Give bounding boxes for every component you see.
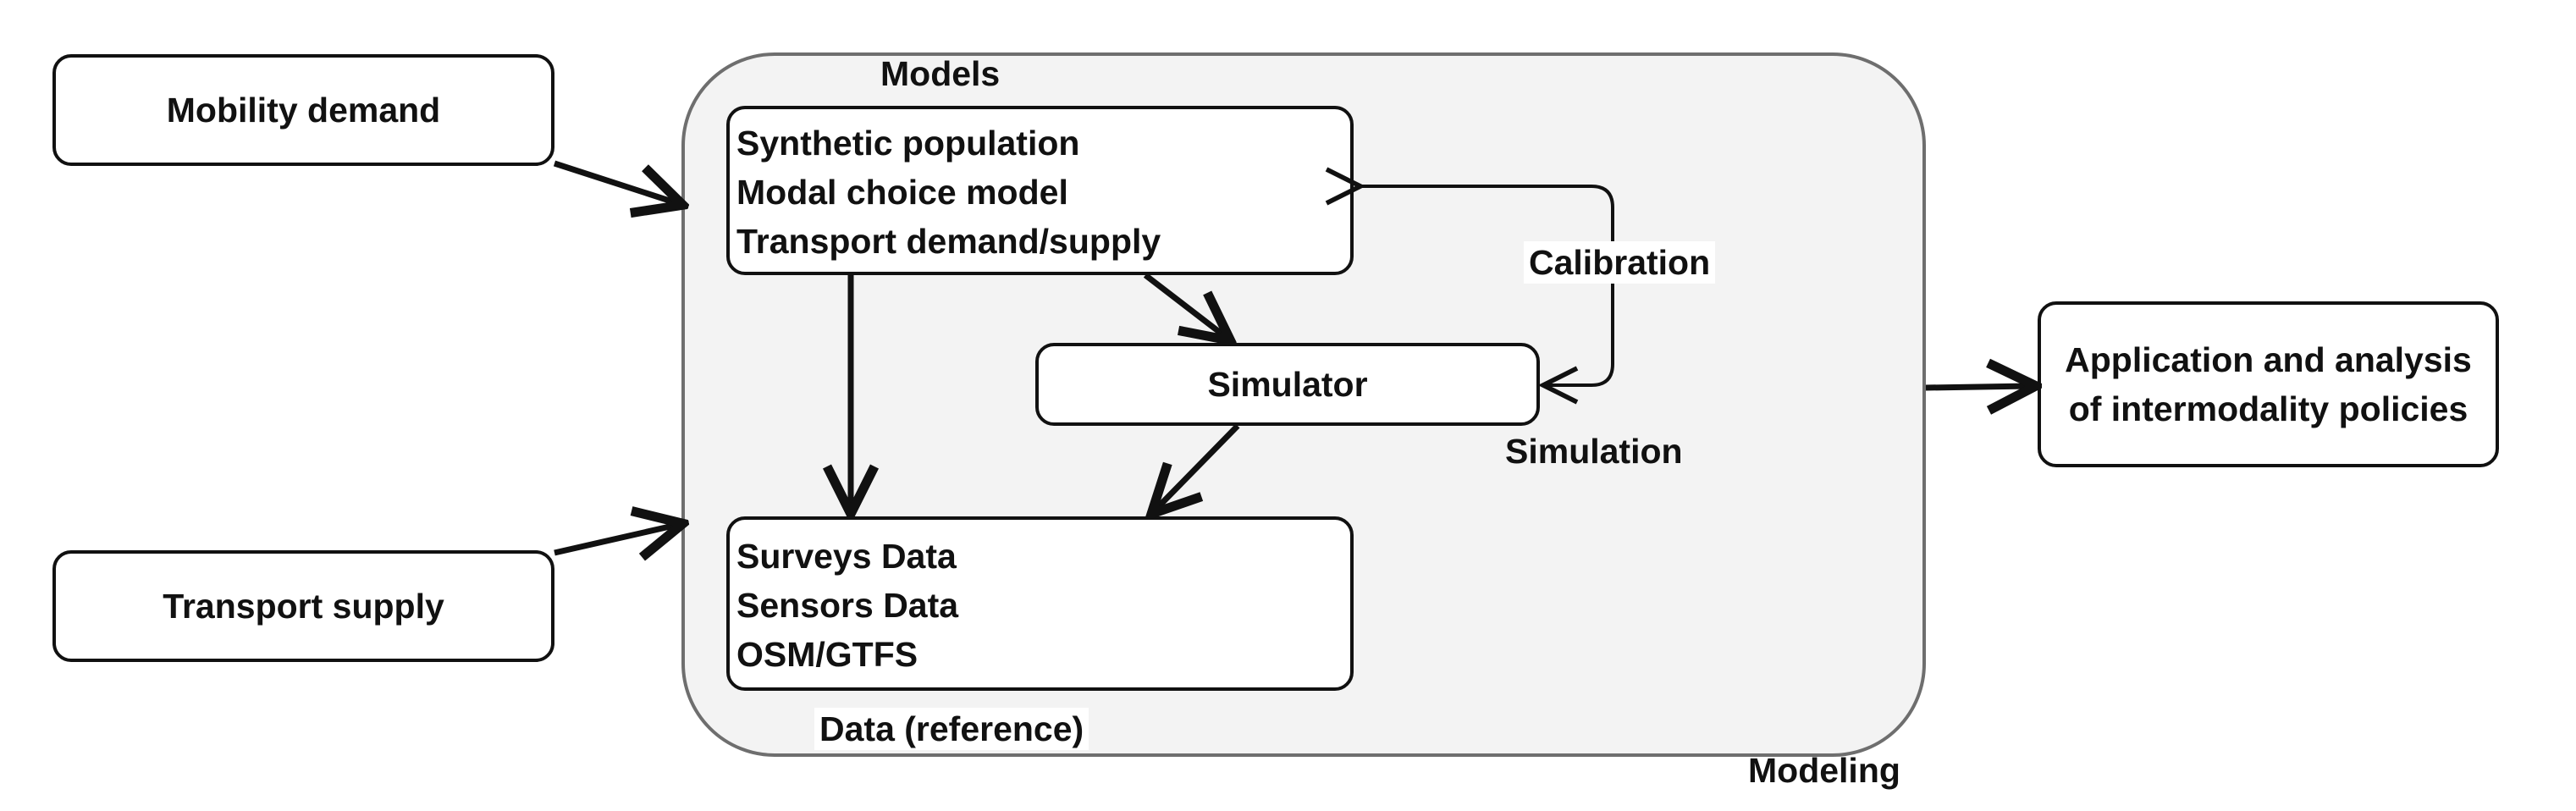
models-item-synthetic-population: Synthetic population	[736, 124, 1080, 163]
simulator-label: Simulator	[1207, 365, 1368, 404]
transport-supply-label: Transport supply	[163, 587, 444, 626]
arrow-modeling-to-output	[1925, 386, 2030, 388]
data-item-osm-gtfs: OSM/GTFS	[736, 635, 918, 674]
mobility-demand-label: Mobility demand	[166, 91, 441, 130]
models-item-transport-demand-supply: Transport demand/supply	[736, 222, 1161, 261]
calibration-label: Calibration	[1524, 241, 1716, 284]
arrow-mobility-demand-to-modeling	[553, 160, 677, 203]
transport-supply-box	[52, 550, 554, 662]
data-item-sensors: Sensors Data	[736, 586, 959, 625]
data-reference-list: Surveys Data Sensors Data OSM/GTFS	[736, 532, 958, 679]
modeling-container-label: Modeling	[1748, 751, 1900, 790]
models-item-modal-choice-model: Modal choice model	[736, 173, 1068, 212]
data-reference-box	[726, 516, 1354, 691]
arrow-transport-supply-to-modeling	[554, 525, 677, 553]
models-list: Synthetic population Modal choice model …	[736, 119, 1161, 266]
data-item-surveys: Surveys Data	[736, 537, 957, 576]
mobility-demand-box	[52, 54, 554, 166]
models-box	[726, 106, 1354, 275]
output-label: Application and analysis of intermodalit…	[2065, 340, 2472, 428]
data-reference-group-label: Data (reference)	[814, 708, 1089, 750]
simulation-label: Simulation	[1505, 432, 1683, 471]
models-group-label: Models	[880, 54, 1001, 93]
